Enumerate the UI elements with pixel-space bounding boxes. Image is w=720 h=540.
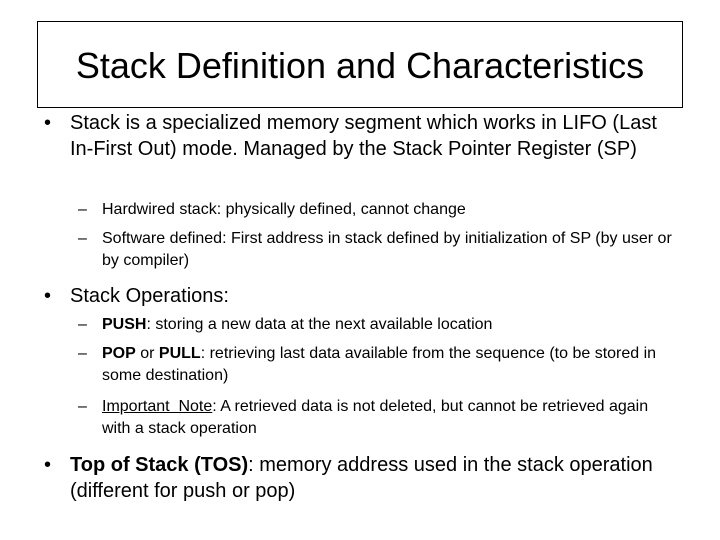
pull-label: PULL: [158, 345, 201, 362]
pop-label: POP: [102, 345, 136, 362]
dash-mark: –: [78, 201, 87, 218]
bullet-top-of-stack: • Top of Stack (TOS): memory address use…: [44, 452, 684, 504]
sub-bullet-important-note: – Important Note: A retrieved data is no…: [78, 396, 678, 440]
pop-description: : retrieving last data available from th…: [102, 345, 657, 384]
dash-mark: –: [78, 316, 87, 333]
tos-label: Top of Stack (TOS): [70, 454, 249, 476]
push-description: : storing a new data at the next availab…: [146, 316, 493, 333]
sub-bullet-text: POP or PULL: retrieving last data availa…: [102, 343, 678, 387]
important-note-description: : A retrieved data is not deleted, but c…: [102, 398, 649, 437]
bullet-text: Top of Stack (TOS): memory address used …: [70, 452, 684, 504]
title-box: Stack Definition and Characteristics: [37, 21, 683, 108]
dash-mark: –: [78, 345, 87, 362]
bullet-stack-definition: • Stack is a specialized memory segment …: [44, 110, 684, 162]
push-label: PUSH: [102, 316, 147, 333]
bullet-mark: •: [44, 454, 52, 476]
sub-bullet-push: – PUSH: storing a new data at the next a…: [78, 314, 678, 336]
sub-bullet-software: – Software defined: First address in sta…: [78, 228, 678, 272]
bullet-mark: •: [44, 285, 52, 307]
bullet-mark: •: [44, 112, 52, 134]
bullet-text: Stack Operations:: [70, 285, 229, 307]
sub-bullet-text: Important Note: A retrieved data is not …: [102, 396, 678, 440]
sub-bullet-text: PUSH: storing a new data at the next ava…: [102, 314, 678, 336]
pop-or: or: [135, 345, 159, 362]
dash-mark: –: [78, 230, 87, 247]
sub-bullet-hardwired: – Hardwired stack: physically defined, c…: [78, 199, 678, 221]
slide-title: Stack Definition and Characteristics: [75, 45, 645, 86]
important-note-label: Important Note: [102, 398, 213, 415]
bullet-text: Stack is a specialized memory segment wh…: [70, 112, 657, 160]
bullet-stack-operations: • Stack Operations:: [44, 283, 684, 309]
sub-bullet-text: Software defined: First address in stack…: [102, 230, 672, 269]
dash-mark: –: [78, 398, 87, 415]
tos-description: : memory address used in the stack opera…: [70, 454, 653, 502]
sub-bullet-text: Hardwired stack: physically defined, can…: [102, 201, 466, 218]
sub-bullet-pop: – POP or PULL: retrieving last data avai…: [78, 343, 678, 387]
